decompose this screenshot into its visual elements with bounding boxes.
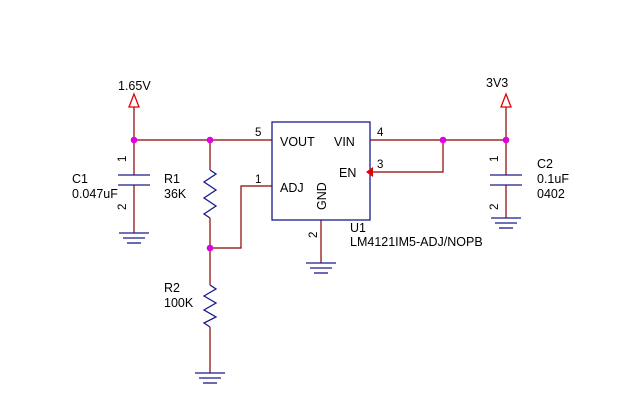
junction-dot xyxy=(206,136,214,144)
u1-part-number: LM4121IM5-ADJ/NOPB xyxy=(350,235,483,249)
c1-pin1-number: 1 xyxy=(117,156,129,162)
u1-pin-gnd: GND xyxy=(315,182,329,210)
u1-pin-en: EN xyxy=(339,166,356,180)
net-label-3v3: 3V3 xyxy=(486,76,508,90)
c2-value: 0.1uF xyxy=(537,172,569,186)
en-pin-arrow xyxy=(366,167,373,177)
power-flag-3v3: 3V3 xyxy=(486,76,512,108)
r2-ref: R2 xyxy=(164,281,180,295)
c1-pin2-number: 2 xyxy=(117,204,129,210)
c2-package: 0402 xyxy=(537,187,565,201)
u1-pin5-number: 5 xyxy=(255,127,261,139)
ground-symbol-u1 xyxy=(306,262,336,274)
en-wire xyxy=(372,140,444,173)
ground-symbol-c1 xyxy=(119,232,149,244)
ground-symbol-r2 xyxy=(195,372,225,384)
r2-value: 100K xyxy=(164,296,194,310)
net-label-1v65: 1.65V xyxy=(118,79,151,93)
u1-pin2-number: 2 xyxy=(308,232,320,238)
u1-pin1-number: 1 xyxy=(255,174,261,186)
c2-ref: C2 xyxy=(537,157,553,171)
u1-pin4-number: 4 xyxy=(377,127,384,139)
u1-ref: U1 xyxy=(350,221,366,235)
c1-ref: C1 xyxy=(72,172,88,186)
r1-ref: R1 xyxy=(164,172,180,186)
junction-dot xyxy=(206,244,214,252)
capacitor-c2: 1 2 C2 0.1uF 0402 xyxy=(489,156,569,210)
ic-u1: VOUT VIN EN ADJ GND 5 4 3 1 2 U1 LM4121I… xyxy=(255,121,483,249)
resistor-r2: R2 100K xyxy=(164,281,218,328)
c1-value: 0.047uF xyxy=(72,187,118,201)
u1-pin-vout: VOUT xyxy=(280,135,315,149)
ground-symbol-c2 xyxy=(491,217,521,229)
c2-pin2-number: 2 xyxy=(489,204,501,210)
power-flag-1v65: 1.65V xyxy=(118,79,151,108)
c2-pin1-number: 1 xyxy=(489,156,501,162)
junctions xyxy=(130,136,510,252)
u1-pin3-number: 3 xyxy=(377,159,383,171)
junction-dot xyxy=(130,136,138,144)
wires xyxy=(133,107,507,373)
capacitor-c1: 1 2 C1 0.047uF xyxy=(72,156,150,210)
adj-wire xyxy=(210,185,272,249)
u1-pin-adj: ADJ xyxy=(280,181,304,195)
u1-pin-vin: VIN xyxy=(334,135,355,149)
resistor-r1: R1 36K xyxy=(164,169,218,219)
r1-value: 36K xyxy=(164,187,187,201)
junction-dot xyxy=(439,136,447,144)
junction-dot xyxy=(502,136,510,144)
